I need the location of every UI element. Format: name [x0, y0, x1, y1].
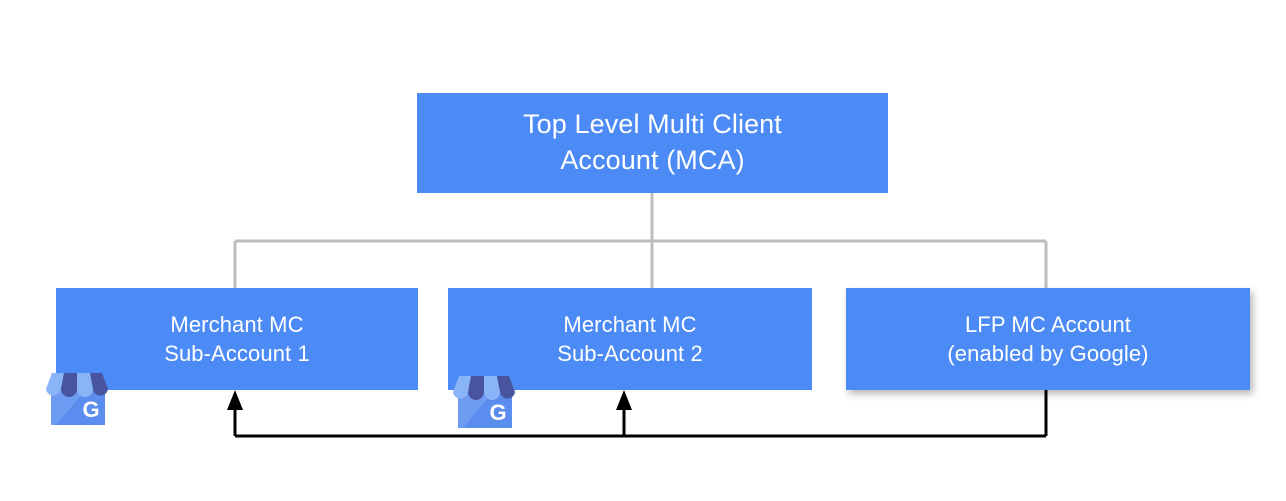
node-merchant-sub-account-1[interactable]: Merchant MC Sub-Account 1: [56, 288, 418, 390]
google-my-business-icon: G: [46, 373, 108, 425]
node-top-level-mca-label: Top Level Multi Client Account (MCA): [523, 109, 782, 175]
node-lfp-mc-account[interactable]: LFP MC Account (enabled by Google): [846, 288, 1250, 390]
arrowhead-to-sub1: [227, 390, 243, 410]
store-awning: [453, 376, 515, 400]
node-merchant-sub-account-2[interactable]: Merchant MC Sub-Account 2: [448, 288, 812, 390]
node-merchant-sub-account-2-label: Merchant MC Sub-Account 2: [557, 311, 703, 366]
node-merchant-sub-account-1-label: Merchant MC Sub-Account 1: [164, 311, 310, 366]
arrowhead-to-sub2: [616, 390, 632, 410]
lfp-feed-flow-group: [233, 390, 1048, 438]
google-my-business-icon: G: [453, 376, 515, 428]
node-lfp-mc-account-label: LFP MC Account (enabled by Google): [947, 311, 1149, 366]
store-body-highlight: [458, 392, 493, 428]
node-top-level-mca[interactable]: Top Level Multi Client Account (MCA): [417, 93, 888, 193]
store-awning: [46, 373, 108, 397]
google-g-letter: G: [82, 397, 99, 422]
google-g-letter: G: [489, 400, 506, 425]
tree-connector-group: [233, 193, 1048, 288]
store-body-highlight: [51, 389, 86, 425]
